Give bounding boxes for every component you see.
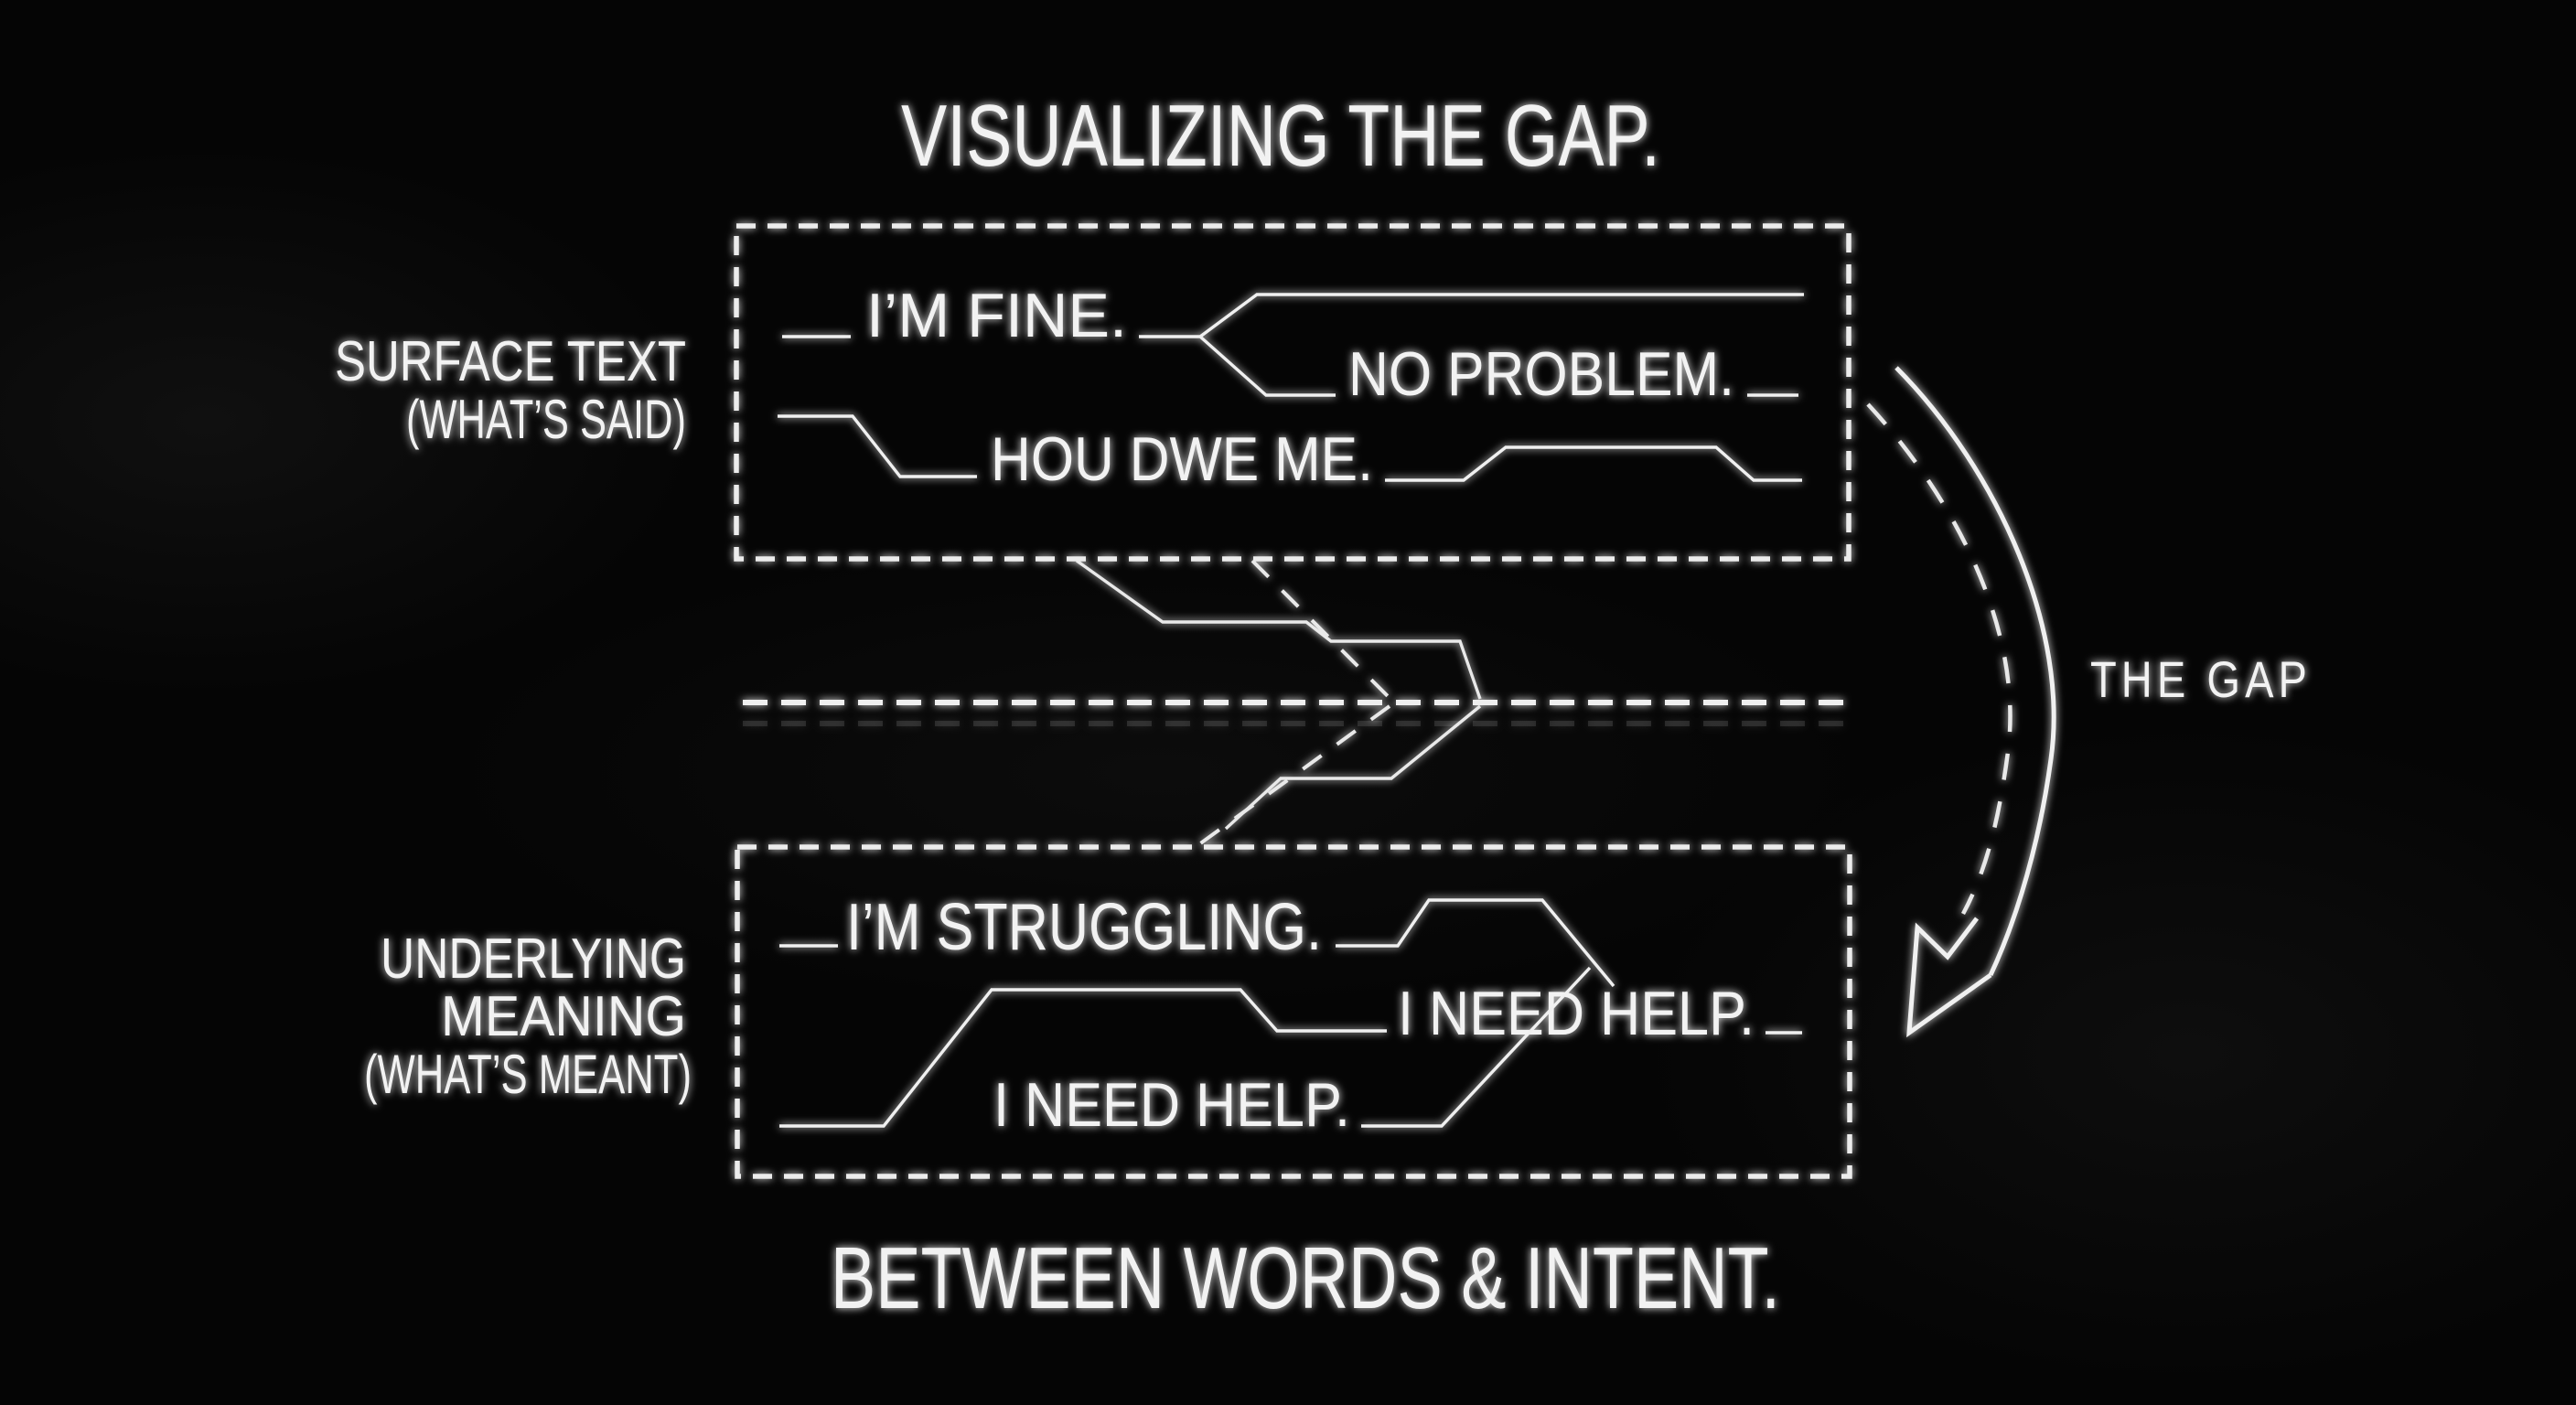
underlying-box-border bbox=[735, 844, 1852, 1179]
gap-arrow bbox=[1866, 366, 2056, 1038]
crossing-traces bbox=[1076, 559, 1482, 846]
surface-trace-3-lead bbox=[778, 414, 977, 478]
surface-label-line1: SURFACE TEXT bbox=[335, 330, 686, 393]
underlying-trace-1-tail bbox=[1336, 898, 1615, 988]
crossing-solid-upper bbox=[1076, 559, 1482, 700]
surface-item-1: I’M FINE. bbox=[866, 281, 1127, 350]
underlying-item-1: I’M STRUGGLING. bbox=[846, 891, 1322, 964]
underlying-item-3: I NEED HELP. bbox=[993, 1070, 1350, 1140]
surface-label-line2: (WHAT’S SAID) bbox=[406, 389, 686, 450]
footer-caption: BETWEEN WORDS & INTENT. bbox=[831, 1229, 1780, 1327]
underlying-label: UNDERLYING MEANING (WHAT’S MEANT) bbox=[364, 928, 692, 1105]
crossing-solid-lower bbox=[1224, 704, 1482, 831]
crossing-dashed-lower bbox=[1197, 704, 1391, 846]
underlying-item-2: I NEED HELP. bbox=[1398, 979, 1755, 1048]
underlying-label-line1: UNDERLYING bbox=[381, 928, 686, 991]
gap-arrowhead-icon bbox=[1906, 917, 1992, 1038]
surface-box: I’M FINE. NO PROBLEM. HOU DWE ME. bbox=[734, 223, 1852, 562]
page-title: VISUALIZING THE GAP. bbox=[901, 87, 1660, 185]
surface-trace-3-tail bbox=[1385, 445, 1802, 482]
underlying-box: I’M STRUGGLING. I NEED HELP. I NEED HELP… bbox=[735, 844, 1852, 1179]
underlying-label-line3: (WHAT’S MEANT) bbox=[364, 1044, 692, 1105]
gap-label: THE GAP bbox=[2090, 650, 2312, 708]
underlying-trace-3-tail bbox=[1361, 966, 1592, 1128]
surface-item-3: HOU DWE ME. bbox=[991, 424, 1373, 494]
surface-item-2: NO PROBLEM. bbox=[1348, 339, 1734, 409]
underlying-trace-2-lead bbox=[779, 988, 1387, 1128]
underlying-label-line2: MEANING bbox=[441, 985, 686, 1048]
surface-box-border bbox=[734, 223, 1852, 562]
gap-arrow-shaft bbox=[1894, 366, 2056, 977]
gap-arrow-shaft-dashed bbox=[1866, 402, 2012, 916]
surface-trace-1-branch bbox=[1139, 293, 1804, 397]
surface-label: SURFACE TEXT (WHAT’S SAID) bbox=[335, 330, 686, 450]
crossing-dashed-upper bbox=[1250, 559, 1391, 700]
